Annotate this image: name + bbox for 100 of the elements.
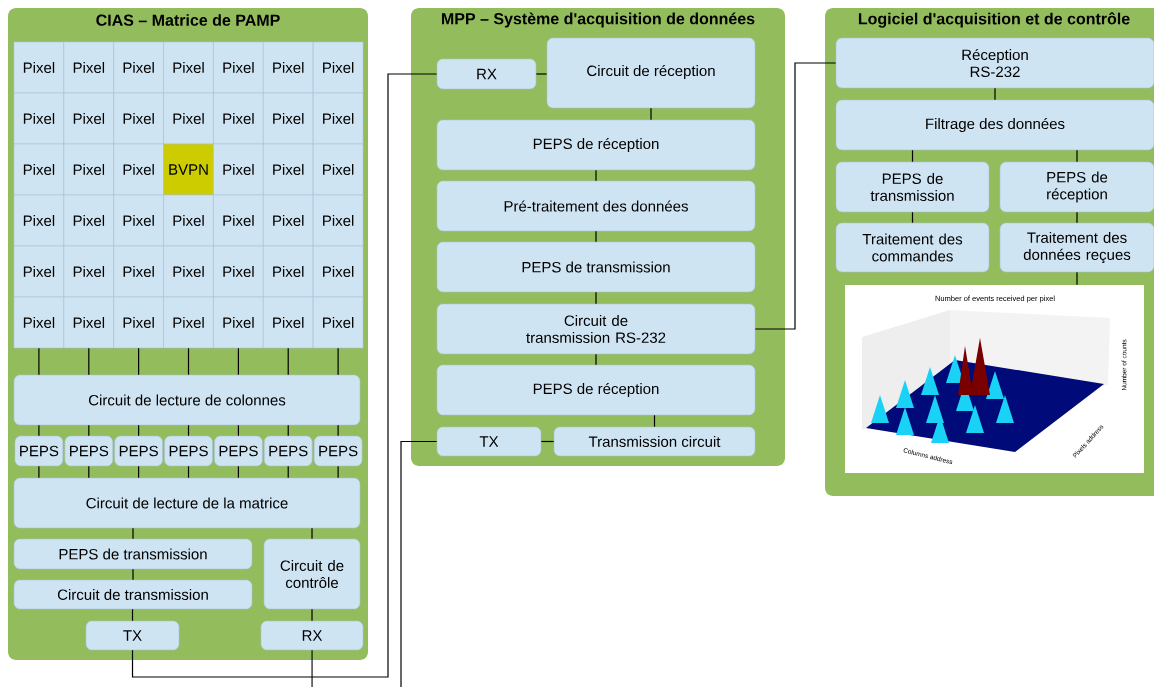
- connector-line: [187, 424, 190, 437]
- connector-line: [754, 62, 837, 330]
- connector-line: [595, 230, 597, 243]
- block-box: PEPS de transmission: [835, 161, 990, 213]
- connector-line: [1076, 211, 1078, 224]
- connector-line: [88, 465, 90, 479]
- block-box: Pré-traitement des données: [436, 180, 756, 232]
- pixel-cell: Pixel: [113, 41, 164, 94]
- connector-line: [911, 149, 914, 163]
- pixel-cell: Pixel: [63, 245, 115, 298]
- pixel-cell: Pixel: [163, 92, 214, 145]
- pixel-cell: Pixel: [63, 194, 115, 247]
- connector-line: [88, 347, 90, 376]
- pixel-cell: Pixel: [312, 92, 364, 145]
- pixel-cell: Pixel: [63, 41, 115, 94]
- block-box: PEPS: [164, 435, 213, 467]
- pixel-cell: Pixel: [163, 245, 214, 298]
- block-box: TX: [85, 620, 180, 651]
- block-box: PEPS de réception: [436, 119, 756, 171]
- block-box: PEPS: [14, 435, 64, 467]
- connector-line: [237, 347, 239, 376]
- block-box: Traitement des commandes: [835, 222, 990, 273]
- connector-line: [88, 424, 90, 437]
- connector-line: [287, 424, 289, 437]
- pixel-cell: Pixel: [113, 92, 164, 145]
- connector-line: [138, 465, 140, 479]
- block-box: Réception RS-232: [835, 37, 1154, 89]
- pixel-cell: Pixel: [213, 194, 264, 247]
- pixel-cell: Pixel: [213, 92, 264, 145]
- pixel-cell: Pixel: [262, 245, 314, 298]
- pixel-cell: Pixel: [113, 143, 164, 196]
- connector-line: [595, 291, 597, 305]
- connector-line: [653, 414, 656, 428]
- pixel-cell: Pixel: [113, 194, 164, 247]
- pixel-cell: Pixel: [13, 143, 65, 196]
- block-box: Circuit de transmission: [13, 579, 253, 610]
- connector-line: [132, 527, 134, 540]
- pixel-cell: Pixel: [312, 245, 364, 298]
- connector-line: [650, 107, 652, 121]
- connector-line: [337, 424, 339, 437]
- connector-line: [337, 465, 339, 479]
- pixel-cell: Pixel: [113, 245, 164, 298]
- block-box: Circuit de contrôle: [263, 538, 361, 610]
- pixel-cell: Pixel: [163, 296, 214, 349]
- block-box: Traitement des données reçues: [999, 222, 1154, 273]
- picture: [845, 285, 1144, 473]
- connector-line: [237, 424, 239, 437]
- connector-line: [131, 73, 438, 678]
- connector-line: [1076, 149, 1078, 163]
- block-box: PEPS: [263, 435, 313, 467]
- block-box: PEPS de transmission: [13, 538, 253, 570]
- connector-line: [237, 465, 239, 479]
- block-box: Circuit de lecture de la matrice: [13, 477, 361, 529]
- connector-line: [38, 465, 40, 479]
- connector-line: [138, 424, 140, 437]
- connector-line: [595, 353, 597, 366]
- connector-line: [311, 649, 313, 687]
- pixel-cell: Pixel: [213, 296, 264, 349]
- block-box: PEPS de réception: [436, 364, 756, 416]
- connector-line: [1076, 271, 1078, 286]
- pixel-cell: Pixel: [213, 245, 264, 298]
- block-box: Circuit de réception: [546, 37, 756, 109]
- pixel-cell: Pixel: [213, 143, 264, 196]
- pixel-cell: Pixel: [13, 245, 65, 298]
- connector-line: [287, 347, 289, 376]
- pixel-cell: Pixel: [163, 41, 214, 94]
- pixel-cell: Pixel: [312, 296, 364, 349]
- pixel-cell: Pixel: [262, 296, 314, 349]
- connector-line: [132, 568, 134, 581]
- connector-line: [131, 608, 134, 622]
- block-box: PEPS: [313, 435, 363, 467]
- connector-line: [595, 169, 597, 182]
- pixel-cell: Pixel: [13, 92, 65, 145]
- connector-line: [287, 465, 289, 479]
- block-box: PEPS de réception: [999, 161, 1154, 213]
- connector-line: [994, 87, 996, 101]
- pixel-cell: Pixel: [312, 41, 364, 94]
- block-box: Circuit de transmission RS-232: [436, 303, 756, 355]
- connector-line: [187, 465, 190, 479]
- pixel-cell: Pixel: [312, 194, 364, 247]
- pixel-cell: Pixel: [262, 194, 314, 247]
- connector-line: [400, 440, 438, 687]
- block-box: Transmission circuit: [553, 426, 756, 457]
- panel-title: CIAS – Matrice de PAMP: [96, 14, 280, 26]
- pixel-cell: Pixel: [113, 296, 164, 349]
- pixel-cell: Pixel: [13, 41, 65, 94]
- connector-line: [187, 347, 190, 376]
- block-box: Circuit de lecture de colonnes: [13, 374, 361, 426]
- connector-line: [38, 347, 40, 376]
- block-box: PEPS: [64, 435, 114, 467]
- pixel-cell: Pixel: [262, 143, 314, 196]
- pixel-cell: BVPN: [163, 143, 214, 196]
- block-box: RX: [436, 58, 537, 90]
- pixel-cell: Pixel: [63, 143, 115, 196]
- pixel-cell: Pixel: [312, 143, 364, 196]
- pixel-cell: Pixel: [262, 41, 314, 94]
- panel-title: MPP – Système d'acquisition de données: [442, 12, 755, 28]
- pixel-cell: Pixel: [13, 194, 65, 247]
- connector-line: [535, 73, 548, 75]
- pixel-cell: Pixel: [13, 296, 65, 349]
